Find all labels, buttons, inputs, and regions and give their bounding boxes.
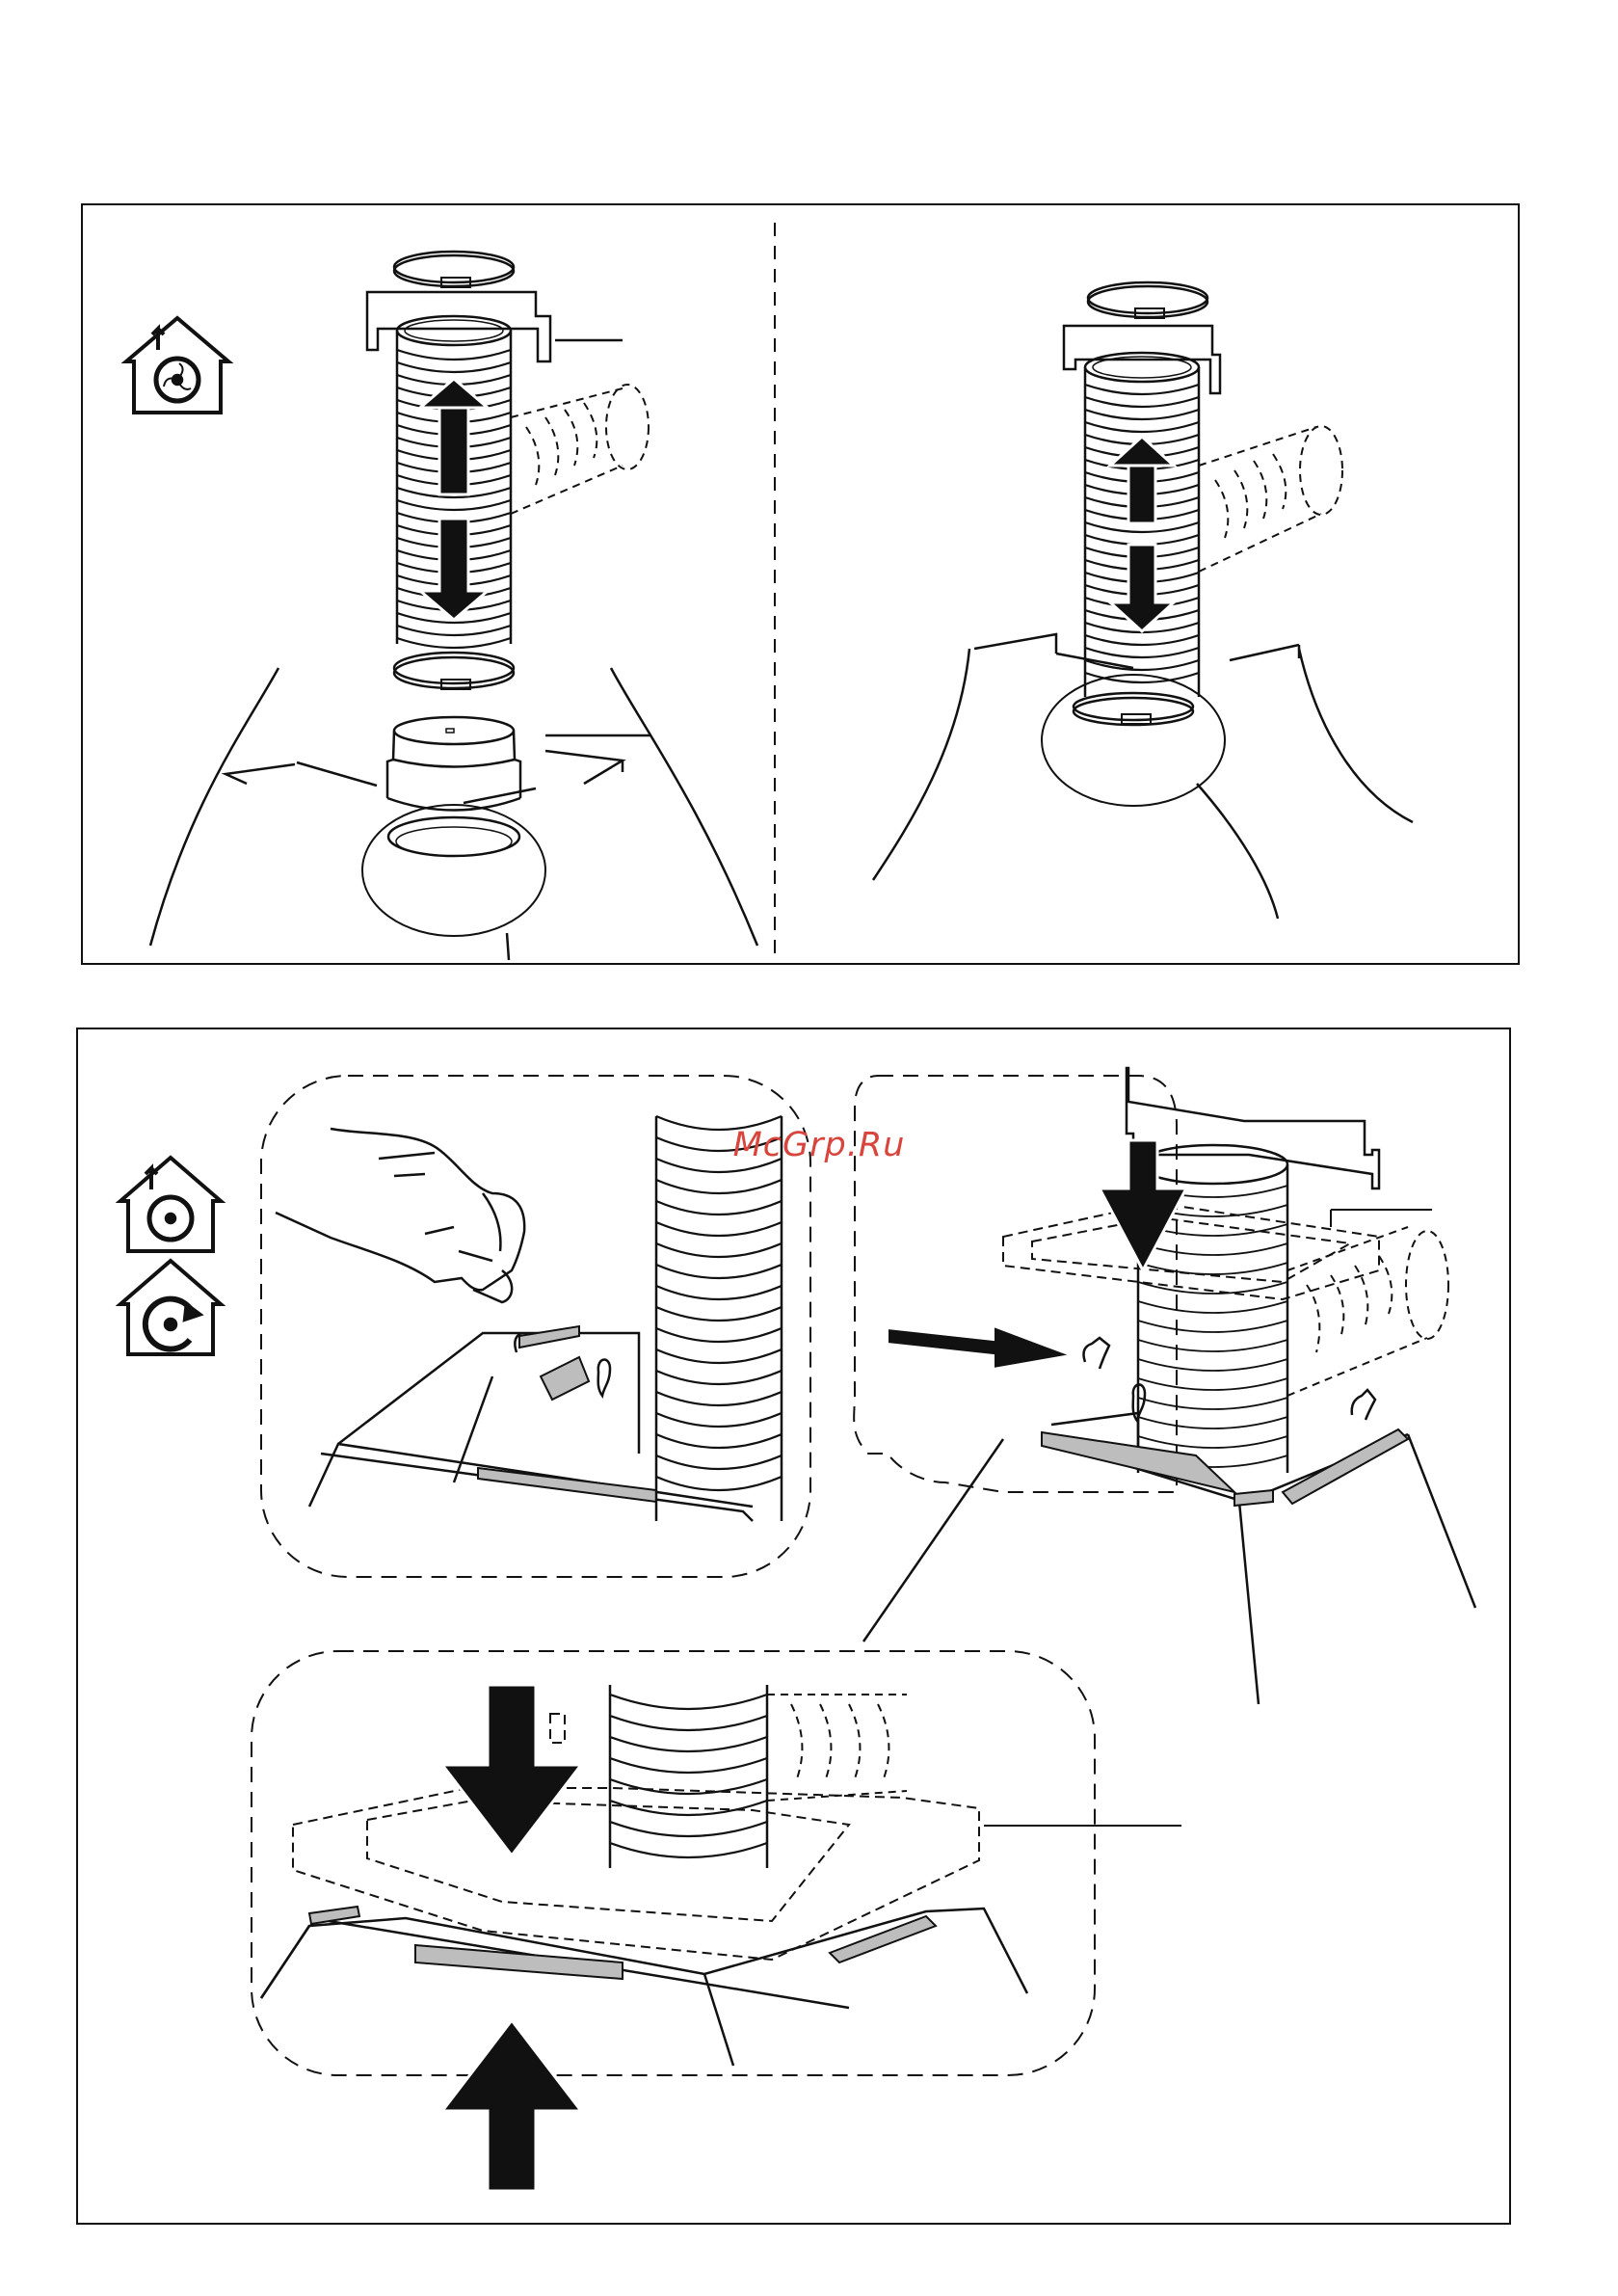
arrow-up-icon <box>442 2020 581 2191</box>
adhesive-tape-strip <box>1283 1429 1408 1504</box>
arrow-right-icon <box>888 1326 1071 1369</box>
adhesive-tape-strip <box>415 1945 623 1979</box>
adhesive-tape-strip <box>478 1468 656 1502</box>
alternate-duct-dashed <box>1287 1227 1448 1396</box>
filter-frame-panel <box>76 1028 1511 2225</box>
duct-ribs <box>656 1116 782 1490</box>
duct-ribs <box>610 1695 767 1857</box>
filter-frame-dashed <box>293 1714 979 1960</box>
alternate-duct-dashed <box>511 385 649 514</box>
adhesive-tape-strip <box>519 1326 579 1348</box>
ducted-extraction-icon <box>126 318 228 413</box>
alternate-duct-dashed <box>1199 426 1342 572</box>
filter-frame-dashed <box>1003 1203 1379 1299</box>
alternate-duct-dashed <box>767 1695 907 1801</box>
arrow-down-icon <box>442 1685 581 1855</box>
recirculation-icon <box>120 1261 221 1354</box>
adhesive-tape-strip <box>1234 1490 1273 1506</box>
duct-ribs <box>1085 385 1199 682</box>
adhesive-tape-strip <box>541 1357 589 1400</box>
duct-installation-panel <box>81 203 1520 965</box>
watermark-text: McGrp.Ru <box>718 1126 920 1164</box>
step-c-detail <box>252 1651 1181 2191</box>
step-1-illustration <box>150 252 757 960</box>
step-2-illustration <box>873 282 1413 919</box>
ducted-extraction-icon <box>120 1158 221 1251</box>
step-b-illustration <box>854 1068 1475 1704</box>
